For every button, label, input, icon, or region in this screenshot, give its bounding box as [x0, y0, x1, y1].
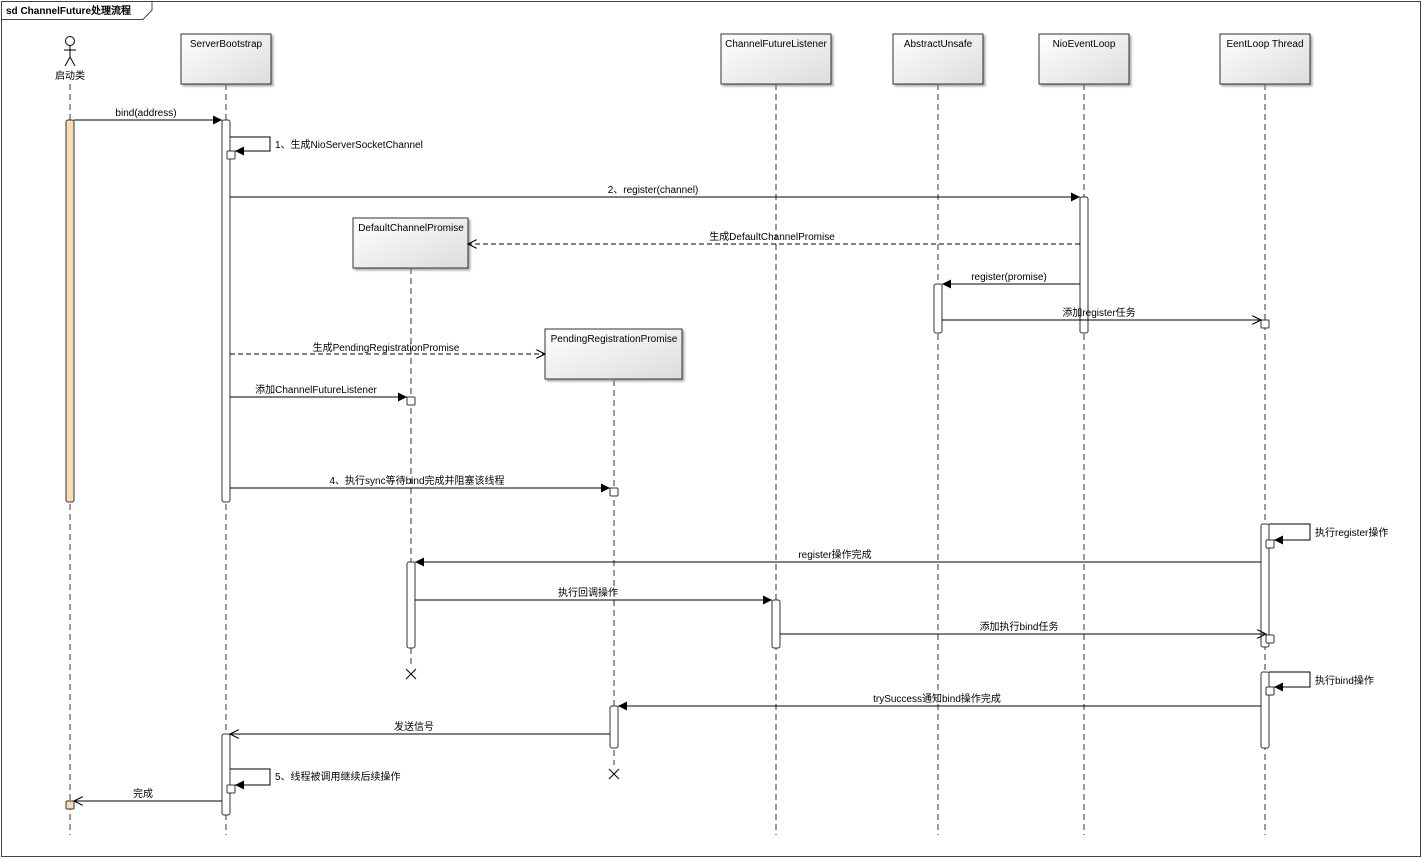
destroy-prp-icon	[608, 768, 620, 780]
message-add-register-task: 添加register任务	[942, 306, 1261, 320]
lifeline-au: AbstractUnsafe	[892, 33, 984, 85]
lifeline-au-label: AbstractUnsafe	[904, 39, 973, 50]
activation-sb-1	[221, 119, 231, 503]
message-register-complete: register操作完成	[415, 548, 1261, 567]
message-execute-callback: 执行回调操作	[415, 586, 772, 605]
message-add-channelfuturelistener: 添加ChannelFutureListener	[230, 383, 407, 402]
message-endpoints	[65, 150, 1275, 810]
message-bind-address: bind(address)	[74, 108, 222, 125]
message-label: 4、执行sync等待bind完成并阻塞该线程	[329, 474, 504, 487]
activation-elt-2	[1260, 671, 1270, 749]
actor-label: 启动类	[55, 69, 85, 82]
message-label: 执行回调操作	[558, 586, 618, 599]
lifeline-cfl: ChannelFutureListener	[720, 33, 832, 85]
lifeline-elt: EentLoop Thread	[1219, 33, 1311, 85]
lifeline-sb-label: ServerBootstrap	[190, 39, 263, 50]
message-label: 1、生成NioServerSocketChannel	[275, 138, 423, 151]
message-trysuccess: trySuccess通知bind操作完成	[618, 692, 1261, 711]
message-label: 发送信号	[394, 720, 434, 733]
activation-bars	[65, 119, 1270, 816]
message-label: 添加执行bind任务	[980, 620, 1059, 633]
activation-actor	[65, 119, 75, 503]
message-label: 2、register(channel)	[608, 185, 699, 196]
message-label: 生成PendingRegistrationPromise	[313, 341, 460, 354]
lifeline-dcp: DefaultChannelPromise	[352, 217, 469, 269]
message-add-bind-task: 添加执行bind任务	[780, 620, 1266, 634]
actor-icon	[65, 36, 75, 46]
lifeline-cfl-label: ChannelFutureListener	[725, 39, 827, 50]
message-label: register(promise)	[971, 272, 1047, 283]
message-label: register操作完成	[798, 548, 871, 561]
lifeline-dcp-label: DefaultChannelPromise	[358, 223, 464, 234]
message-label: 执行bind操作	[1315, 674, 1374, 687]
message-label: 5、线程被调用继续后续操作	[275, 770, 401, 783]
lifeline-nel: NioEventLoop	[1038, 33, 1130, 85]
activation-au	[933, 283, 943, 334]
message-execute-register: 执行register操作	[1269, 523, 1388, 545]
message-create-nioserversocketchannel: 1、生成NioServerSocketChannel	[230, 136, 423, 156]
message-sync-wait-bind: 4、执行sync等待bind完成并阻塞该线程	[230, 474, 610, 493]
activation-elt-1	[1260, 523, 1270, 648]
message-register-promise: register(promise)	[942, 272, 1080, 289]
activation-dcp	[406, 561, 416, 649]
destroy-dcp-icon	[405, 668, 417, 680]
actor-starter-class: 启动类	[55, 36, 85, 82]
activation-cfl	[771, 599, 781, 649]
message-label: 添加ChannelFutureListener	[255, 383, 377, 396]
message-done: 完成	[74, 787, 222, 801]
activation-prp	[609, 705, 619, 749]
frame-title: sd ChannelFuture处理流程	[6, 4, 131, 17]
lifeline-nel-label: NioEventLoop	[1053, 39, 1116, 50]
messages: bind(address) 1、生成NioServerSocketChannel…	[74, 108, 1388, 801]
message-create-pendingregistrationpromise: 生成PendingRegistrationPromise	[230, 341, 545, 354]
message-send-signal: 发送信号	[230, 720, 610, 734]
message-label: 生成DefaultChannelPromise	[709, 230, 835, 243]
lifeline-prp: PendingRegistrationPromise	[544, 328, 683, 380]
lifeline-sb: ServerBootstrap	[180, 33, 272, 85]
message-execute-bind: 执行bind操作	[1269, 671, 1374, 692]
message-label: 添加register任务	[1062, 306, 1135, 319]
message-thread-resumed: 5、线程被调用继续后续操作	[230, 768, 401, 790]
lifeline-prp-label: PendingRegistrationPromise	[551, 334, 678, 345]
destruction-markers	[405, 668, 620, 780]
message-label: bind(address)	[115, 108, 176, 119]
message-label: 完成	[133, 787, 153, 800]
message-register-channel: 2、register(channel)	[230, 185, 1080, 202]
lifeline-elt-label: EentLoop Thread	[1226, 39, 1303, 50]
activation-sb-2	[221, 733, 231, 816]
activation-nel	[1079, 196, 1089, 334]
message-label: 执行register操作	[1315, 526, 1388, 539]
message-label: trySuccess通知bind操作完成	[873, 692, 1001, 705]
message-create-defaultchannelpromise: 生成DefaultChannelPromise	[468, 230, 1080, 244]
